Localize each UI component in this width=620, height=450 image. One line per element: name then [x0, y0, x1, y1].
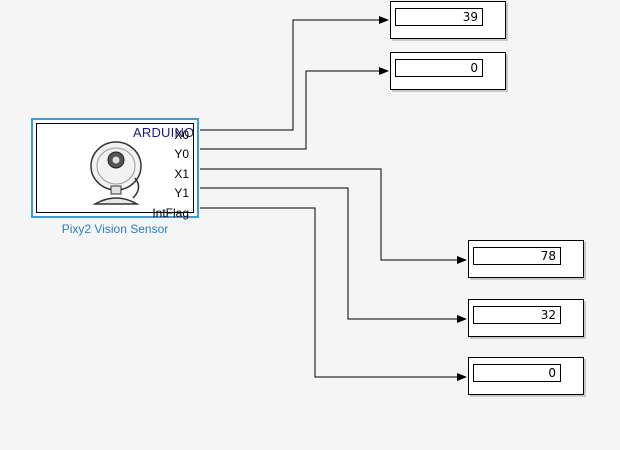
display-value: 78 [473, 247, 561, 265]
signal-line-x0[interactable] [200, 16, 389, 131]
display-value: 0 [473, 364, 561, 382]
pixy2-sensor-block[interactable]: ARDUINO X0 Y0 X1 Y1 IntFlag [31, 118, 199, 219]
display-block-x0[interactable]: 39 [390, 1, 506, 39]
block-caption: Pixy2 Vision Sensor [61, 222, 169, 236]
display-block-y1[interactable]: 32 [468, 299, 584, 337]
port-x0: X0 [174, 128, 189, 142]
vendor-label: ARDUINO [133, 125, 195, 140]
port-x1: X1 [174, 167, 189, 181]
signal-line-y1[interactable] [200, 187, 467, 323]
block-frame: ARDUINO X0 Y0 X1 Y1 IntFlag [36, 123, 195, 219]
display-value: 32 [473, 306, 561, 324]
display-block-intflag[interactable]: 0 [468, 357, 584, 395]
port-y0: Y0 [174, 147, 189, 161]
port-y1: Y1 [174, 186, 189, 200]
display-block-y0[interactable]: 0 [390, 52, 506, 90]
signal-line-x1[interactable] [200, 168, 467, 264]
webcam-icon [90, 141, 142, 205]
port-intflag: IntFlag [152, 206, 189, 220]
display-value: 39 [395, 8, 483, 26]
signal-line-y0[interactable] [200, 67, 389, 150]
display-value: 0 [395, 59, 483, 77]
display-block-x1[interactable]: 78 [468, 240, 584, 278]
signal-line-intflag[interactable] [200, 207, 467, 381]
